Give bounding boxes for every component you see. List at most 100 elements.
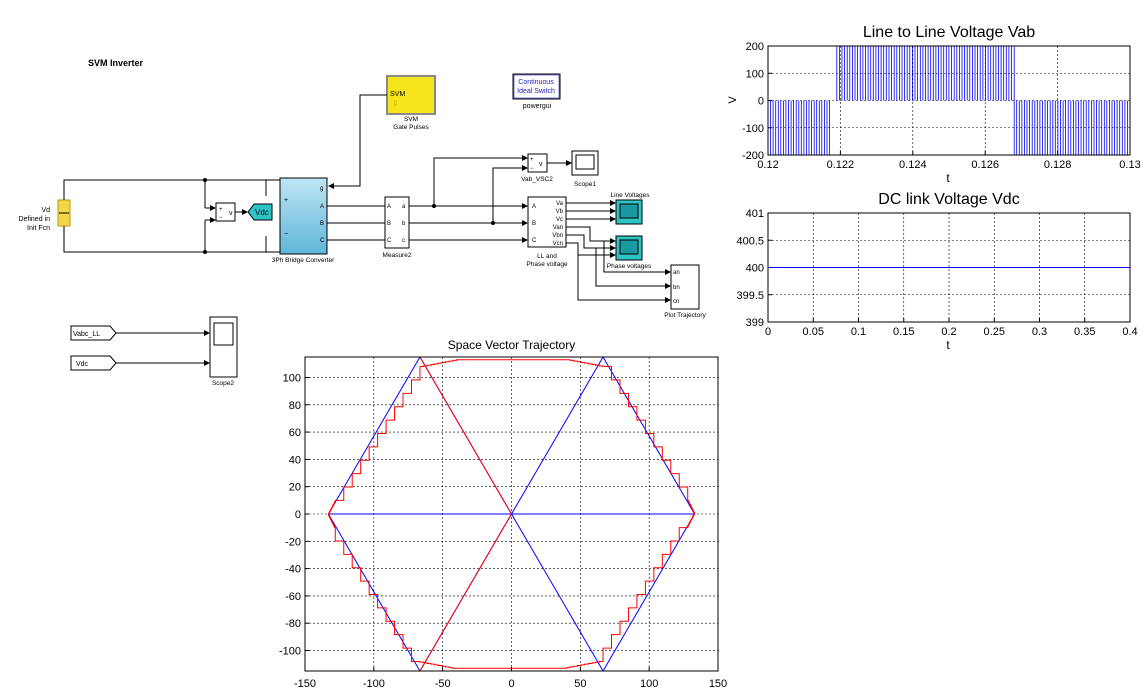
vab-plot-title: Line to Line Voltage Vab (863, 24, 1035, 41)
measure-port-a-out: a (402, 204, 406, 210)
measure-port-b-in: B (387, 221, 391, 227)
vab-pwm-pulses (1013, 100, 1131, 155)
vdc-goto-tag[interactable]: Vdc (247, 203, 273, 221)
vd-label-3: Init Fcn (27, 225, 50, 232)
traj-port-bn: bn (673, 285, 680, 291)
y-tick-label: 0 (758, 96, 764, 108)
bridge-port-g: g (320, 186, 323, 192)
measure2-block[interactable]: A B C a b c Measure2 (383, 196, 412, 259)
y-tick-label: 60 (289, 427, 301, 439)
vab-y-axis-label: V (727, 96, 739, 104)
powergui-line-2: Ideal Switch (517, 88, 555, 95)
phase-voltages-scope[interactable]: Phase voltages (607, 235, 652, 270)
vdc-x-axis-label: t (946, 338, 950, 352)
y-tick-label: -40 (285, 564, 301, 576)
bridge-to-measure-wires (327, 205, 385, 241)
bridge-port-c: C (320, 238, 325, 244)
x-tick-label: 0.128 (1044, 159, 1072, 171)
dc-voltmeter[interactable]: + − v (215, 202, 236, 222)
traj-port-cn: cn (673, 299, 679, 305)
svg-text:−: − (284, 231, 288, 238)
vab-vsc2-voltmeter[interactable]: + − v Vab_VSC2 (521, 153, 553, 183)
line-voltages-scope[interactable]: Line Voltages (610, 192, 650, 225)
y-tick-label: 400 (746, 263, 764, 275)
trajectory-plot-title: Space Vector Trajectory (448, 338, 575, 352)
plot-frame (767, 212, 1131, 323)
y-tick-label: -100 (742, 123, 764, 135)
svm-block-text: SVM (390, 91, 405, 98)
vab-meter-port: v (539, 161, 543, 168)
bridge-label: 3Ph Bridge Converter (272, 257, 335, 264)
x-tick-label: 0.12 (757, 159, 778, 171)
three-phase-bridge-block[interactable]: + − g A B C 3Ph Bridge Converter (272, 177, 335, 264)
x-tick-label: 0.35 (1074, 326, 1095, 338)
x-tick-label: -150 (294, 678, 316, 690)
x-tick-label: 0.13 (1119, 159, 1140, 171)
ll-label-2: Phase voltage (526, 261, 568, 268)
scope1-label: Scope1 (574, 181, 596, 188)
vab-meter-label: Vab_VSC2 (521, 176, 553, 183)
vab-pwm-pulses (836, 46, 1015, 101)
x-tick-label: 150 (709, 678, 727, 690)
y-tick-label: 20 (289, 482, 301, 494)
y-tick-label: -20 (285, 536, 301, 548)
measure-label: Measure2 (383, 252, 412, 259)
y-tick-label: 100 (283, 372, 301, 384)
from-vdc-label: Vdc (76, 361, 89, 368)
x-tick-label: 0.25 (984, 326, 1005, 338)
scope2-label: Scope2 (212, 380, 234, 387)
x-tick-label: 0.122 (827, 159, 855, 171)
scope2-block[interactable]: Scope2 (209, 316, 238, 387)
y-tick-label: 200 (746, 41, 764, 53)
phase-voltages-label: Phase voltages (607, 263, 652, 270)
svm-gate-pulses-block[interactable]: SVM ⇩ SVM Gate Pulses (386, 75, 436, 131)
from-vabc-ll-tag[interactable]: Vabc_LL (70, 325, 117, 341)
y-tick-label: 399.5 (736, 290, 764, 302)
measure-port-a-in: A (387, 204, 391, 210)
y-tick-label: 100 (746, 68, 764, 80)
voltmeter-label: v (229, 210, 233, 217)
svg-text:−: − (219, 215, 223, 221)
ll-out-van: Van (553, 225, 563, 231)
y-tick-label: 399 (746, 317, 764, 329)
x-tick-label: 0 (508, 678, 514, 690)
plot-frame (304, 356, 719, 672)
svg-text:−: − (530, 166, 534, 172)
powergui-label: powergui (523, 103, 552, 110)
model-title: SVM Inverter (88, 58, 144, 68)
x-tick-label: 0.15 (893, 326, 914, 338)
plot-trajectory-block[interactable]: an bn cn Plot Trajectory (664, 264, 707, 319)
x-tick-label: 0.05 (803, 326, 824, 338)
vab-x-axis-label: t (946, 171, 950, 185)
scope2-wires (116, 330, 210, 366)
vd-label-1: Vd (41, 207, 50, 214)
svm-arrow-icon: ⇩ (392, 99, 399, 108)
x-tick-label: 0.2 (941, 326, 956, 338)
plot-frame (767, 45, 1131, 156)
vdc-plot-title: DC link Voltage Vdc (878, 191, 1019, 208)
svg-text:+: + (530, 157, 534, 163)
ll-phase-voltage-block[interactable]: A B C Va Vb Vc Van Vbn Vcn LL and Phase … (526, 196, 568, 268)
y-tick-label: -100 (279, 646, 301, 658)
x-tick-label: 0.4 (1122, 326, 1137, 338)
x-tick-label: 0.124 (899, 159, 927, 171)
ll-out-va: Va (556, 201, 564, 207)
vdc-goto-label: Vdc (255, 208, 269, 217)
trajectory-series-4 (419, 356, 513, 672)
ll-out-vc: Vc (556, 217, 563, 223)
ll-out-vbn: Vbn (552, 233, 563, 239)
scope1-block[interactable]: Scope1 (571, 150, 599, 188)
powergui-block[interactable]: Continuous Ideal Switch powergui (512, 73, 561, 110)
y-tick-label: 40 (289, 454, 301, 466)
trajectory-series-5 (327, 359, 696, 669)
y-tick-label: 400.5 (736, 235, 764, 247)
ll-in-c: C (532, 238, 537, 244)
svm-label-1: SVM (404, 116, 418, 123)
from-vdc-tag[interactable]: Vdc (70, 355, 117, 371)
powergui-line-1: Continuous (518, 79, 554, 86)
y-tick-label: 80 (289, 400, 301, 412)
ll-in-a: A (532, 204, 536, 210)
traj-port-an: an (673, 270, 680, 276)
ll-out-vb: Vb (556, 209, 564, 215)
